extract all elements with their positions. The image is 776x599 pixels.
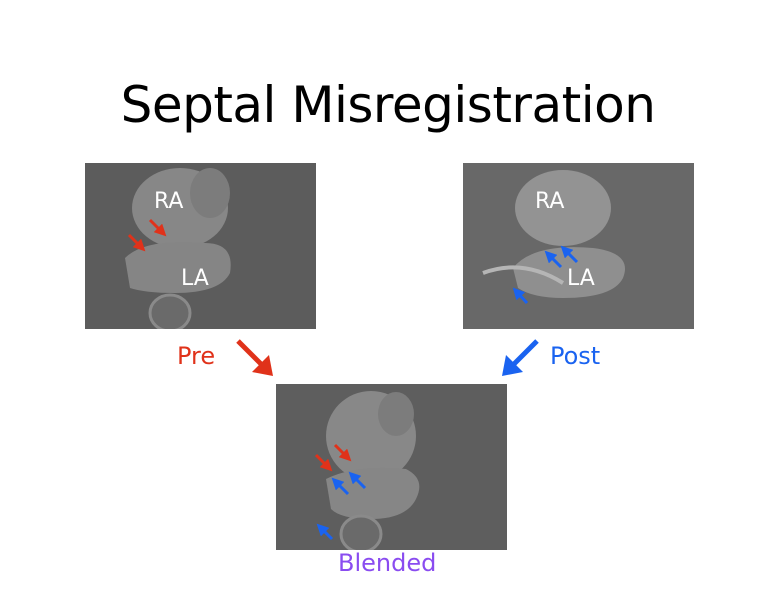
blue-arrow	[544, 250, 563, 269]
label-ra: RA	[154, 189, 184, 214]
heart-mri	[85, 163, 316, 329]
post-scan-image: RA LA	[463, 163, 694, 329]
blended-caption: Blended	[338, 549, 437, 577]
heart-mri	[463, 163, 694, 329]
blue-arrow	[560, 245, 579, 264]
blue-arrow	[348, 471, 367, 490]
label-la: LA	[181, 266, 209, 291]
label-la: LA	[567, 266, 595, 291]
post-to-blended-arrow-icon	[502, 339, 539, 376]
red-arrow	[127, 233, 146, 252]
heart-mri	[276, 384, 507, 550]
post-caption: Post	[550, 342, 601, 370]
blue-arrow	[316, 523, 334, 541]
blue-arrow	[512, 287, 529, 305]
red-arrow	[148, 218, 167, 237]
red-arrow	[314, 453, 333, 472]
slide-title: Septal Misregistration	[120, 76, 656, 134]
blue-arrow	[331, 477, 350, 496]
pre-caption: Pre	[177, 342, 216, 370]
pre-to-blended-arrow-icon	[236, 339, 273, 376]
red-arrow	[333, 443, 352, 462]
pre-scan-image: RA LA	[85, 163, 316, 329]
label-ra: RA	[535, 189, 565, 214]
blended-scan-image	[276, 384, 507, 550]
